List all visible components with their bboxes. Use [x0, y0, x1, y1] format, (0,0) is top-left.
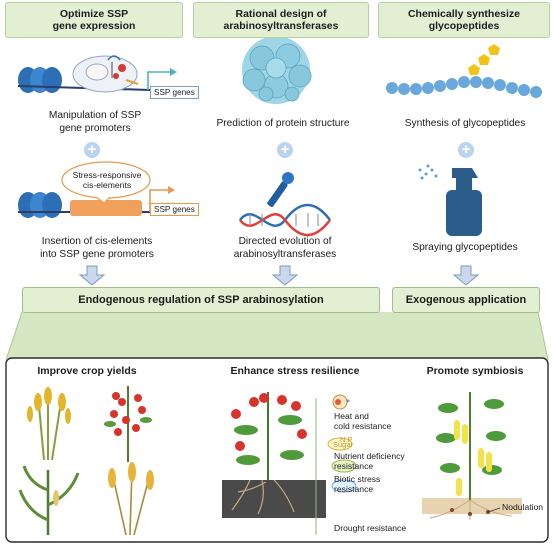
biotic-icon [331, 459, 357, 473]
cis-element-bubble-label: Stress-responsive cis-elements [72, 170, 142, 190]
nutrient-icon [327, 437, 353, 451]
glycopeptide-chain-icon [386, 44, 542, 98]
caption-spraying: Spraying glycopeptides [412, 242, 518, 253]
ssp-gene-arrow-top [147, 68, 177, 90]
svg-text:*: * [346, 398, 350, 407]
tomato-plant-icon [104, 386, 152, 462]
ssp-genes-label-mid: SSP genes [150, 203, 199, 216]
soybean-plant-icon [422, 392, 522, 520]
label-drought: Drought resistance [334, 523, 407, 533]
plus-icon-col3: + [458, 142, 474, 158]
label-nodulation: Nodulation [502, 502, 544, 512]
maize-plant-icon [18, 465, 80, 535]
label-nutrient-deficiency: Nutrient deficiency resistance [334, 451, 405, 471]
caption-manipulation: Manipulation of SSP gene promoters [48, 110, 142, 134]
down-arrow-col2 [271, 265, 299, 286]
drought-icon [331, 479, 357, 493]
rice-plant-icon [27, 387, 71, 461]
spray-bottle-icon [418, 164, 482, 236]
protein-structure-icon [242, 36, 312, 104]
label-sugar: Sugar [333, 440, 354, 449]
caption-insertion: Insertion of cis-elements into SSP gene … [40, 236, 154, 260]
outcomes-panel [5, 357, 549, 543]
wheat-plant-icon [108, 462, 154, 536]
dna-helix-pen-icon [239, 172, 331, 237]
plus-icon-col2: + [277, 142, 293, 158]
funnel-connector [6, 312, 548, 360]
header-chemically-synthesize: Chemically synthesize glycopeptides [378, 2, 550, 38]
dna-nucleosome-icon-2 [18, 192, 152, 218]
down-arrow-col3 [452, 265, 480, 286]
transcription-complex-icon [72, 55, 139, 93]
caption-evolution: Directed evolution of arabinosyltransfer… [233, 236, 337, 260]
ssp-genes-label-top: SSP genes [150, 86, 199, 99]
down-arrow-col1 [78, 265, 106, 286]
stress-tomato-plant-icon [222, 392, 326, 518]
section-enhance-stress-resilience: Enhance stress resilience [230, 365, 360, 377]
cis-element-segment [70, 200, 142, 216]
section-improve-crop-yields: Improve crop yields [37, 365, 137, 377]
endogenous-regulation-bar: Endogenous regulation of SSP arabinosyla… [22, 287, 380, 313]
section-promote-symbiosis: Promote symbiosis [426, 365, 524, 377]
header-rational-design: Rational design of arabinosyltransferase… [193, 2, 369, 38]
label-biotic-stress: Biotic stress resistance [334, 474, 381, 494]
caption-prediction: Prediction of protein structure [216, 118, 350, 129]
label-nutrient-symbols: N P [340, 435, 353, 444]
exogenous-application-bar: Exogenous application [392, 287, 540, 313]
caption-synthesis: Synthesis of glycopeptides [404, 118, 526, 129]
header-optimize-ssp: Optimize SSP gene expression [5, 2, 183, 38]
label-heat-cold: Heat and cold resistance [334, 411, 392, 431]
plus-icon-col1: + [84, 142, 100, 158]
